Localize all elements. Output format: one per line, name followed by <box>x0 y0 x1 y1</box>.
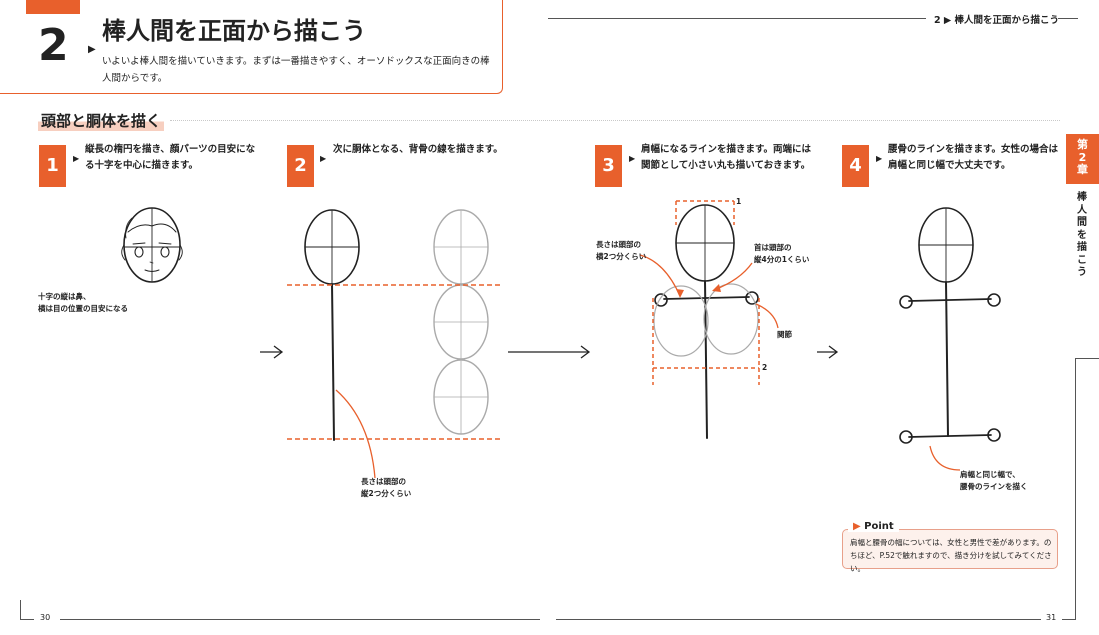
chapter-side-title: 棒人間を描こう <box>1077 192 1087 278</box>
step-2-number: 2 <box>287 145 314 187</box>
side-rule <box>1075 358 1099 359</box>
step-3-neck-note: 首は頭部の 縦4分の1くらい <box>754 243 810 264</box>
chapter-header-tab <box>26 0 80 14</box>
step-3-joint-note: 関節 <box>777 330 792 339</box>
step-2-note: 長さは頭部の 縦2つ分くらい <box>361 477 412 498</box>
step-1-head-sketch <box>121 207 183 283</box>
step-3-width-measure <box>653 283 759 357</box>
running-head: 2 ▶ 棒人間を正面から描こう <box>934 15 1060 26</box>
footer-rule-right-b <box>1062 619 1076 620</box>
step-2-figure <box>304 209 360 441</box>
page-lead: いよいよ棒人間を描いていきます。まずは一番描きやすく、オーソドックスな正面向きの… <box>102 56 490 84</box>
step-2-guides <box>287 284 503 440</box>
right-page-number: 31 <box>1046 613 1057 622</box>
step-3-joint-leader <box>755 303 779 329</box>
step-3-dimension-2: 2 <box>762 363 768 372</box>
chapter-header-box <box>0 0 503 94</box>
point-label: ▶ Point <box>848 521 899 532</box>
step-1-note: 十字の縦は鼻、 横は目の位置の目安になる <box>38 292 128 313</box>
point-box <box>842 529 1058 569</box>
footer-rule-right-a <box>556 619 1041 620</box>
section-title: 頭部と胴体を描く <box>38 110 165 131</box>
step-4-figure <box>899 207 1001 444</box>
step-4-arrow-icon: ▶ <box>876 154 883 163</box>
step-4-note: 肩幅と同じ幅で、 腰骨のラインを描く <box>960 470 1028 491</box>
step-4-text: 腰骨のラインを描きます。女性の場合は肩幅と同じ幅で大丈夫です。 <box>888 144 1059 172</box>
point-text: 肩幅と腰骨の幅については、女性と男性で差があります。のちほど、P.52で触れます… <box>850 538 1052 573</box>
step-3-figure <box>654 204 759 439</box>
step-4-number: 4 <box>842 145 869 187</box>
chapter-arrow-icon: ▶ <box>88 44 96 55</box>
chapter-side-tab[interactable]: 第 2 章 <box>1066 134 1099 184</box>
step-3-arrow-icon: ▶ <box>629 154 636 163</box>
step-3-dimension-1: 1 <box>736 197 742 206</box>
point-arrow-icon: ▶ <box>853 521 865 532</box>
step-2-head-measure <box>433 209 489 435</box>
right-vertical-rule <box>1075 358 1076 620</box>
point-label-text: Point <box>864 521 894 532</box>
left-page-number: 30 <box>40 613 51 622</box>
step-3-length-note: 長さは頭部の 横2つ分くらい <box>596 240 647 261</box>
step-3-text: 肩幅になるラインを描きます。両端には関節として小さい丸も描いておきます。 <box>641 144 812 172</box>
next-arrows <box>260 345 839 359</box>
step-4-leader <box>929 445 961 471</box>
step-3-number: 3 <box>595 145 622 187</box>
step-1-text: 縦長の楕円を描き、顔パーツの目安になる十字を中心に描きます。 <box>85 144 256 172</box>
top-rule-left <box>548 18 926 19</box>
top-rule-right <box>1058 18 1078 19</box>
step-2-arrow-icon: ▶ <box>320 154 327 163</box>
footer-rule-left-a <box>20 619 34 620</box>
step-1-number: 1 <box>39 145 66 187</box>
footer-rule-left-cap <box>20 600 21 619</box>
step-2-leader <box>335 389 376 479</box>
section-dotted-rule <box>170 120 1060 121</box>
chapter-number: 2 <box>38 20 69 71</box>
step-2-text: 次に胴体となる、背骨の線を描きます。 <box>333 144 503 155</box>
step-3-guides <box>652 200 760 385</box>
step-1-arrow-icon: ▶ <box>73 154 80 163</box>
page-title: 棒人間を正面から描こう <box>102 17 366 45</box>
footer-rule-left-b <box>60 619 540 620</box>
